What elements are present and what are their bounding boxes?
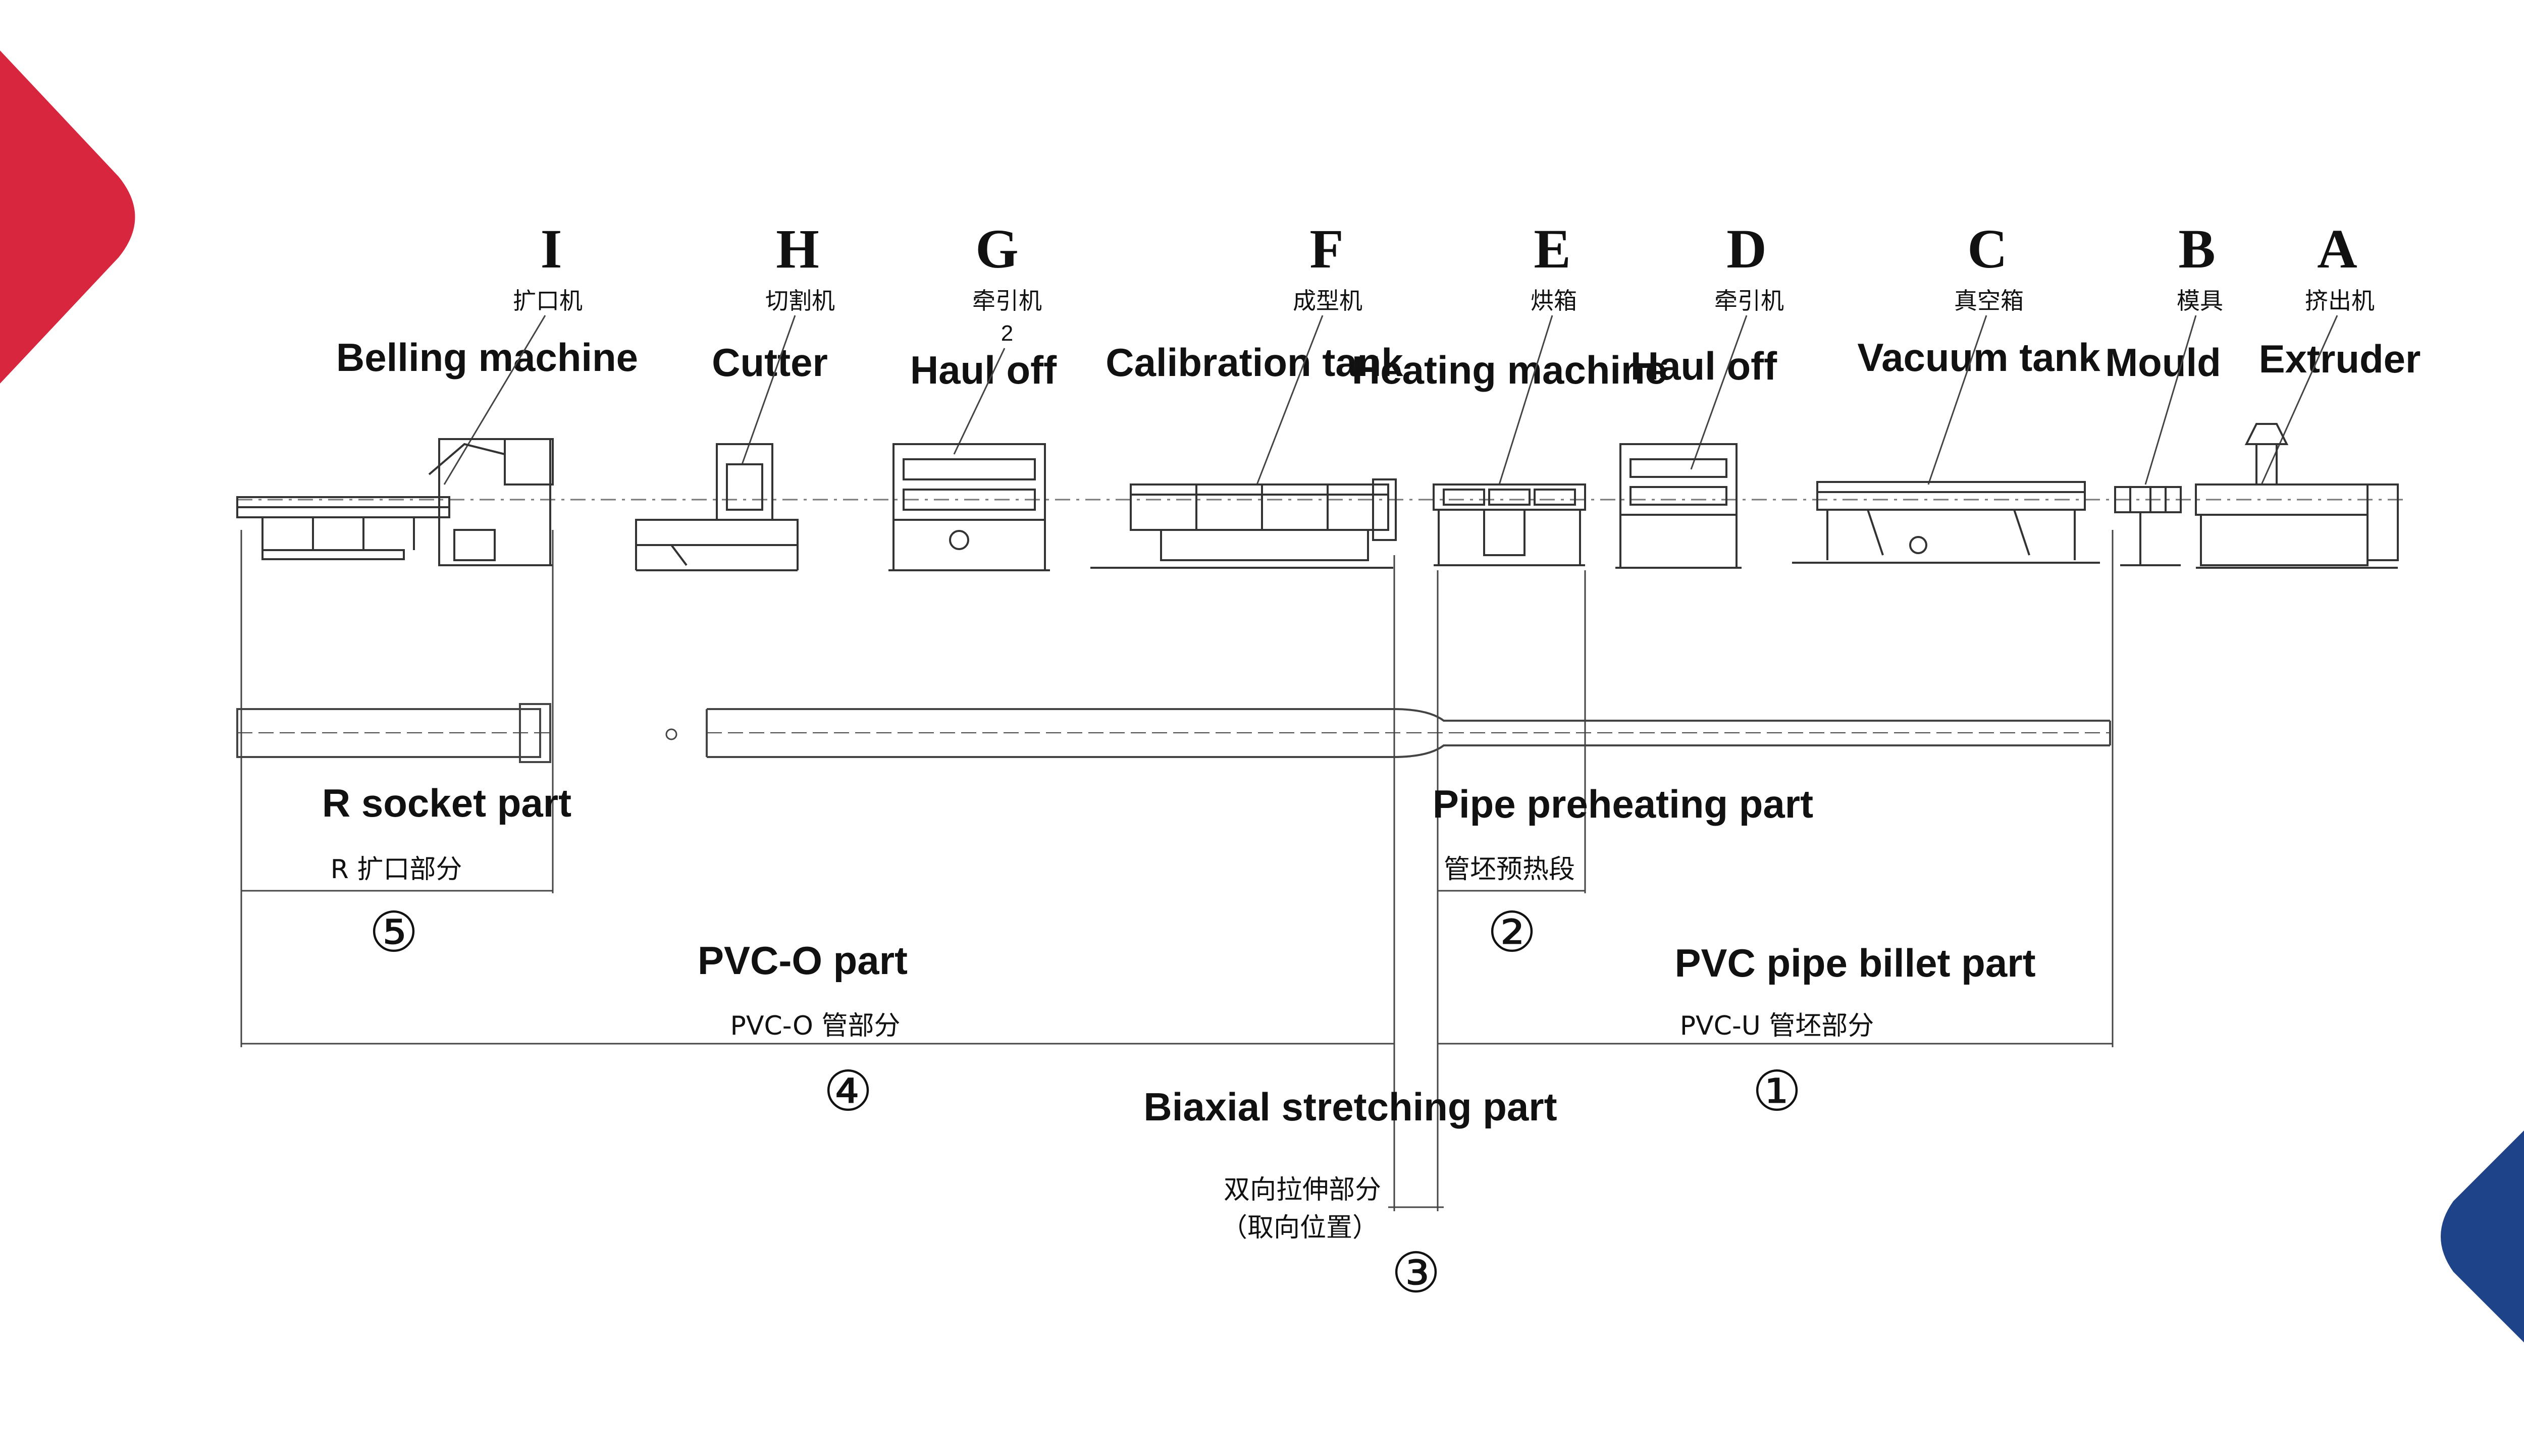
station-e-cn-label: 烘箱 [1531,287,1577,314]
pvco-pipe-outline [706,708,2111,758]
billet-part-number: ① [1752,1060,1802,1122]
section-labels: R socket part R 扩口部分 ⑤ Pipe preheating p… [322,781,2036,1304]
red-corner-shape [0,50,135,384]
extruder-drawing [2195,423,2399,569]
mould-drawing [2114,486,2182,566]
haul-off-2-drawing [888,443,1050,571]
station-d-cn-label: 牵引机 [1714,287,1784,314]
haul-off-1-drawing [1615,443,1742,569]
station-g-cn-label: 牵引机 [972,287,1042,314]
billet-part-cn-label: PVC-U 管坯部分 [1680,1011,1874,1041]
socket-part-cn-label: R 扩口部分 [331,854,462,885]
station-b-letter: B [2178,218,2215,280]
socket-bell [519,703,551,763]
socket-part-label: R socket part [322,781,571,825]
calibration-tank-drawing [1090,478,1397,569]
station-i-en-label: Belling machine [336,335,638,380]
station-b-en-label: Mould [2105,340,2221,385]
billet-part-label: PVC pipe billet part [1674,941,2035,985]
station-g-sub-label: 2 [1001,321,1013,346]
biaxial-part-cn-sublabel: （取向位置） [1221,1213,1379,1243]
cutter-drawing [635,443,799,571]
station-f-en-label: Calibration tank [1106,340,1403,385]
station-c-en-label: Vacuum tank [1857,335,2100,380]
pvco-part-number: ④ [823,1060,873,1122]
machines [236,423,2399,571]
station-g-en-label: Haul off [910,348,1057,392]
station-c-letter: C [1967,218,2007,280]
leader-lines [443,315,2338,485]
blue-corner-shape [2441,1130,2524,1342]
station-f-letter: F [1309,218,1343,280]
station-a-en-label: Extruder [2259,337,2421,381]
station-i-cn-label: 扩口机 [513,287,583,314]
station-b-cn-label: 模具 [2177,287,2223,314]
station-e-en-label: Heating machine [1352,348,1667,392]
biaxial-part-label: Biaxial stretching part [1143,1085,1557,1129]
station-e-letter: E [1534,218,1570,280]
vacuum-tank-drawing [1792,481,2100,564]
station-i-letter: I [541,218,562,280]
station-d-en-label: Haul off [1631,344,1777,388]
station-a-letter: A [2317,218,2357,280]
dimension-lines [240,530,2114,1211]
pvco-part-label: PVC-O part [698,938,908,983]
station-labels: I 扩口机 Belling machine H 切割机 Cutter G 牵引机… [336,218,2421,392]
station-h-cn-label: 切割机 [765,287,835,314]
pvco-part-cn-label: PVC-O 管部分 [730,1011,901,1041]
socket-part-number: ⑤ [369,901,419,963]
station-h-letter: H [776,218,819,280]
station-f-cn-label: 成型机 [1293,287,1362,314]
station-g-letter: G [975,218,1019,280]
station-c-cn-label: 真空箱 [1954,287,2024,314]
biaxial-part-number: ③ [1391,1242,1441,1304]
station-d-letter: D [1726,218,1766,280]
station-h-en-label: Cutter [712,340,828,385]
belling-machine-drawing [236,438,554,566]
preheat-part-cn-label: 管坯预热段 [1444,854,1575,885]
biaxial-part-cn-label: 双向拉伸部分 [1224,1175,1381,1205]
heating-machine-drawing [1433,483,1586,566]
station-a-cn-label: 挤出机 [2305,287,2375,314]
preheat-part-number: ② [1487,901,1537,963]
pipe-profile [236,703,2111,763]
preheat-part-label: Pipe preheating part [1433,782,1813,826]
